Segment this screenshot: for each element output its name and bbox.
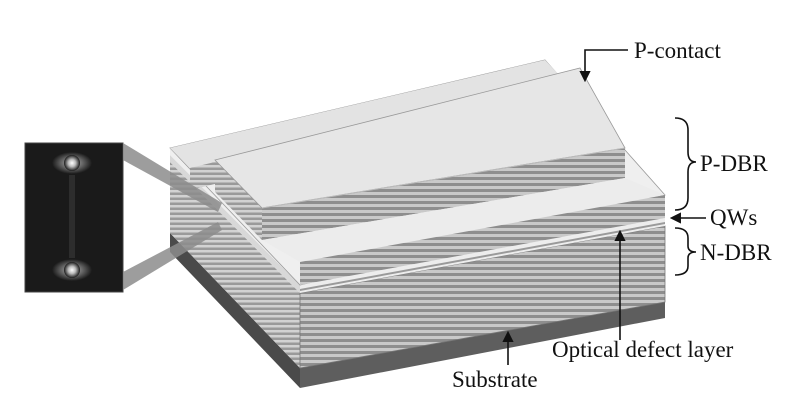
substrate-label: Substrate — [452, 367, 538, 392]
qws-label: QWs — [710, 205, 757, 230]
p-contact-annotation: P-contact — [579, 38, 721, 83]
p-dbr-annotation: P-DBR — [674, 117, 768, 211]
optical-defect-annotation: Optical defect layer — [552, 229, 734, 362]
p-dbr-ridge — [214, 67, 626, 240]
p-dbr-label: P-DBR — [700, 151, 768, 176]
n-dbr-annotation: N-DBR — [674, 227, 772, 276]
n-dbr-label: N-DBR — [700, 240, 772, 265]
qws-annotation: QWs — [669, 205, 757, 230]
optical-defect-layer-label: Optical defect layer — [552, 337, 734, 362]
mode-profile-inset — [24, 142, 124, 293]
p-contact-label: P-contact — [634, 38, 721, 63]
trench-front — [262, 178, 665, 285]
zoom-lines — [123, 143, 222, 290]
active-region-layers — [170, 155, 665, 293]
lower-mode-spot — [64, 262, 80, 278]
substrate-annotation: Substrate — [452, 330, 538, 392]
p-contact-surface — [215, 68, 625, 208]
substrate-block — [170, 233, 665, 388]
upper-mode-spot — [64, 155, 80, 171]
